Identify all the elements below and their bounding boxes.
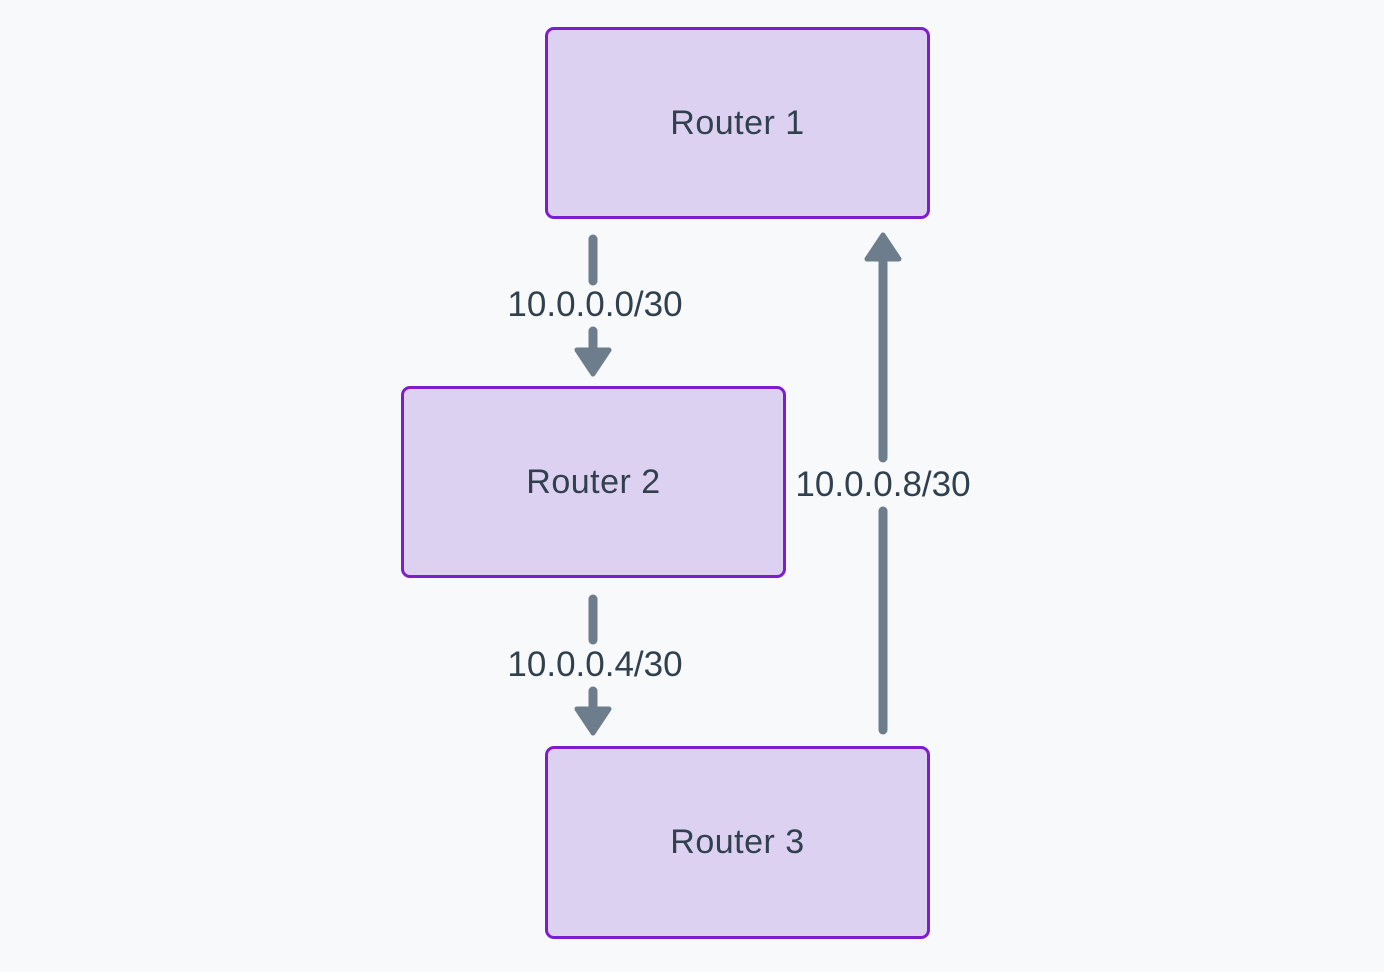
arrow-router1-router2	[574, 234, 612, 377]
node-router-1-label: Router 1	[670, 103, 805, 142]
link-label-r2-r3: 10.0.0.4/30	[507, 645, 683, 684]
link-label-r3-r1: 10.0.0.8/30	[795, 465, 971, 504]
node-router-1: Router 1	[545, 27, 930, 219]
node-router-3-label: Router 3	[670, 823, 805, 861]
link-label-r1-r2: 10.0.0.0/30	[507, 285, 683, 324]
node-router-3: Router 3	[545, 746, 930, 939]
node-router-2: Router 2	[401, 386, 786, 578]
arrow-router2-router3	[574, 594, 612, 736]
arrow-router3-router1	[864, 232, 902, 735]
node-router-2-label: Router 2	[526, 462, 661, 501]
